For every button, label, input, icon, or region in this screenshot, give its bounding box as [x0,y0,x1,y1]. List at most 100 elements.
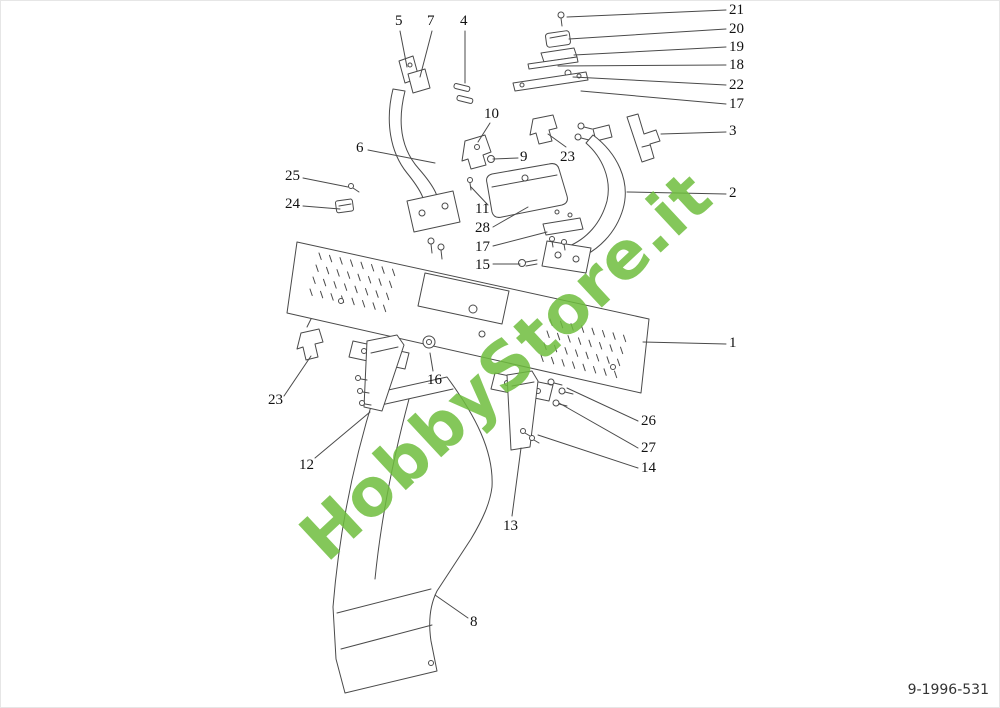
vent-slot [333,281,337,289]
vent-slot [315,264,319,272]
vent-slot [318,252,322,260]
vent-slot [381,266,385,274]
vent-slot [357,273,361,282]
vent-slot [588,339,592,348]
leader-line-25 [302,177,349,188]
callout-label-21: 21 [729,2,744,18]
vent-slot [336,269,340,277]
vent-slot [351,297,355,306]
part-bracket-12 [355,334,405,412]
vent-slot [620,346,624,355]
document-number: 9-1996-531 [907,682,989,698]
part-strip-18 [527,56,579,70]
vent-slot [567,335,571,343]
callout-label-8: 8 [470,614,478,630]
part-clip-23-top [529,114,558,145]
vent-slot [540,354,544,362]
vent-slot [347,271,351,279]
callout-label-23: 23 [560,149,575,165]
leader-line-8 [434,594,469,619]
part-chute-8 [332,376,493,694]
vent-slot [546,330,550,338]
callout-label-2: 2 [729,185,737,201]
vent-slot [371,264,375,272]
leader-line-18 [557,64,727,67]
vent-slot [375,290,379,298]
part-clip-20 [545,30,571,48]
callout-label-26: 26 [641,413,656,429]
vent-slot [564,347,568,355]
part-lever-6 [388,88,461,233]
callout-label-15: 15 [475,257,490,273]
part-bolts-panel-top [427,237,445,260]
vent-slot [599,342,603,350]
part-lever-2 [541,134,626,274]
vent-slot [617,358,621,367]
part-plate-17-mid [542,209,584,251]
vent-slot [554,344,558,353]
vent-slot [578,337,582,345]
vent-slot [392,268,396,277]
panel-vents-right [540,318,627,379]
callout-label-14: 14 [641,460,656,476]
callout-label-17: 17 [729,96,744,112]
vent-slot [575,349,579,357]
vent-slot [354,285,358,294]
callout-label-13: 13 [503,518,518,534]
callout-label-3: 3 [729,123,737,139]
part-screw-25 [348,183,360,193]
callout-label-19: 19 [729,39,744,55]
vent-slot [320,290,324,299]
leader-line-28 [492,206,529,228]
leader-line-10 [477,122,491,143]
vent-slot [549,318,553,326]
leader-line-24 [302,205,341,210]
callout-label-28: 28 [475,220,490,236]
vent-slot [309,288,313,296]
vent-slot [543,342,547,350]
callout-label-16: 16 [427,372,442,388]
callout-label-18: 18 [729,57,744,73]
part-panel-1 [286,241,650,394]
callout-label-24: 24 [285,196,300,212]
vent-slot [614,370,618,379]
vent-slot [344,283,348,291]
callout-label-4: 4 [460,13,468,29]
leader-line-19 [573,46,727,56]
vent-slot [623,334,627,343]
callout-label-17: 17 [475,239,490,255]
vent-slot [368,276,372,284]
vent-slot [596,354,600,362]
vent-slot [326,266,330,275]
callout-label-27: 27 [641,440,656,456]
vent-slot [383,304,387,313]
vent-slot [339,257,343,265]
vent-slot [557,332,561,341]
leader-line-1 [642,341,727,345]
leader-line-12 [314,411,371,459]
callout-label-7: 7 [427,13,435,29]
vent-slot [560,320,564,329]
part-bolt-15 [518,259,538,267]
leader-line-23 [547,133,567,148]
leader-line-9 [492,157,519,160]
part-screw-21 [557,11,565,27]
leader-line-20 [568,28,727,40]
vent-slot [312,276,316,284]
vent-slot [603,368,607,376]
callout-label-5: 5 [395,13,403,29]
callout-label-10: 10 [484,106,499,122]
vent-slot [372,302,376,310]
callout-label-1: 1 [729,335,737,351]
part-bracket-3 [626,113,661,163]
vent-slot [362,300,366,308]
vent-slot [323,278,327,287]
part-pins-4 [453,83,474,104]
leader-line-6 [367,149,436,164]
callout-label-22: 22 [729,77,744,93]
vent-slot [350,259,354,267]
leader-lines [283,9,727,619]
leader-line-21 [566,9,727,18]
